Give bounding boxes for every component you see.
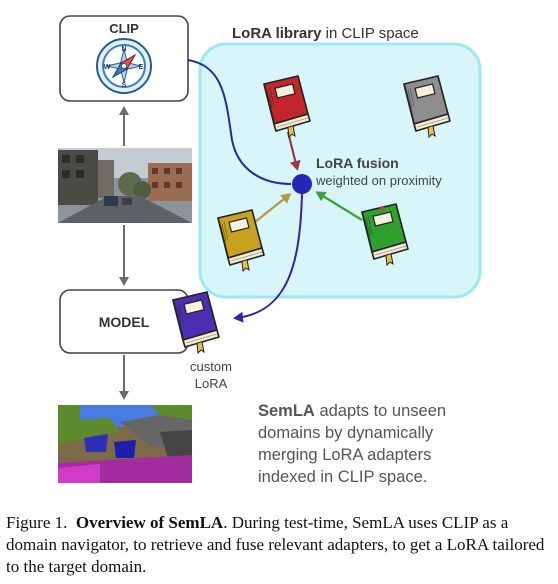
compass-north: N (121, 46, 126, 53)
custom-lora-label-line1: custom (190, 359, 232, 374)
description-line2: domains by dynamically (258, 424, 434, 442)
clip-to-fusion-line (187, 59, 292, 185)
caption-label: Figure 1. (6, 513, 68, 532)
yellow-book-to-fusion-arrow (254, 193, 292, 223)
fusion-to-custom-lora-arrow (233, 193, 303, 323)
description-lead: SemLA (258, 402, 315, 420)
segmentation-output-image (58, 405, 192, 483)
lora-fusion-title: LoRA fusion (316, 155, 399, 171)
lora-library-title: LoRA library in CLIP space (232, 25, 419, 42)
description-line1: adapts to unseen (315, 402, 446, 420)
caption-text: . During test-time, SemLA uses CLIP as a… (6, 513, 545, 576)
svg-text:SemLA adapts to unseen: SemLA adapts to unseen (258, 402, 446, 420)
description-line3: merging LoRA adapters (258, 446, 431, 464)
input-street-image (58, 148, 192, 223)
compass-east: E (139, 64, 144, 71)
compass-west: W (104, 64, 111, 71)
green-book-marker-dot (380, 206, 384, 210)
description-line4: indexed in CLIP space. (258, 468, 427, 486)
red-book-to-fusion-arrow (286, 131, 301, 171)
caption-title: Overview of SemLA (75, 513, 224, 532)
compass-south: S (122, 82, 127, 89)
semla-overview-diagram: LoRA library in CLIP space CLIP N E S W (58, 15, 482, 486)
compass-icon: N E S W (96, 38, 152, 94)
model-label: MODEL (99, 314, 150, 330)
figure-caption: Figure 1. Overview of SemLA. During test… (6, 512, 552, 578)
green-book-to-fusion-arrow (315, 191, 363, 221)
lora-library-title-rest: in CLIP space (321, 25, 418, 42)
lora-fusion-point (292, 174, 312, 194)
clip-label: CLIP (109, 21, 139, 36)
lora-fusion-subtitle: weighted on proximity (315, 173, 442, 188)
custom-lora-label-line2: LoRA (195, 376, 228, 391)
semla-description: SemLA adapts to unseen domains by dynami… (258, 402, 446, 486)
lora-library-title-bold: LoRA library (232, 25, 322, 42)
